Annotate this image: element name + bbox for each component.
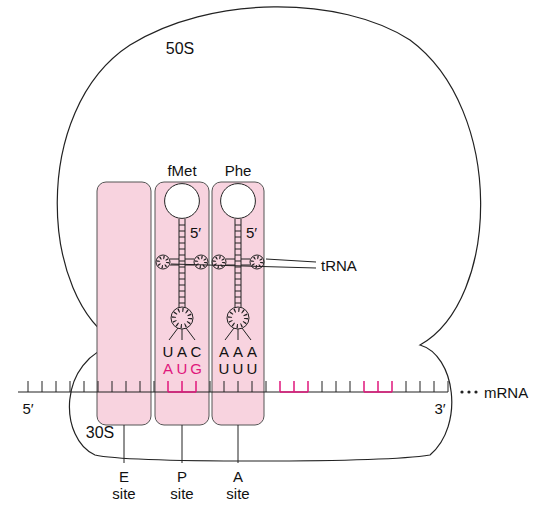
prime-end-label: 5′ — [22, 400, 33, 417]
e-site-box — [97, 182, 151, 425]
trna-structure — [212, 219, 264, 340]
anticodon-base: A — [219, 343, 229, 360]
codon-base: U — [219, 360, 230, 377]
continuation-dot — [474, 390, 477, 393]
continuation-dot — [460, 390, 463, 393]
large-subunit: 50SfMetPhe — [52, 5, 492, 341]
site-label: P site — [170, 468, 193, 502]
trna-structure — [156, 219, 208, 340]
anticodon-base: A — [233, 343, 243, 360]
anticodon-base: A — [247, 343, 257, 360]
codon-base: G — [190, 360, 202, 377]
anticodon-base: A — [177, 343, 187, 360]
continuation-dot — [467, 390, 470, 393]
subunit-or-residue-label: 50S — [166, 40, 194, 57]
mrna-label: mRNA — [484, 384, 528, 401]
anticodon-base: C — [191, 343, 202, 360]
amino-acid-outline — [164, 183, 200, 219]
amino-acid-circle-shape — [221, 184, 256, 219]
codon-base: U — [247, 360, 258, 377]
mrna-bases — [28, 381, 448, 392]
amino-acid-outline — [220, 183, 256, 219]
small-subunit: 30S — [68, 345, 468, 457]
leader-line — [124, 425, 238, 463]
site-label: A site — [226, 468, 249, 502]
codon-base: U — [233, 360, 244, 377]
amino-acid-circle-shape — [165, 184, 200, 219]
site-label: E site — [112, 468, 135, 502]
prime-end-label: 5′ — [246, 224, 257, 241]
trna-label: tRNA — [321, 257, 357, 274]
leader-line — [171, 259, 316, 268]
prime-end-label: 5′ — [190, 224, 201, 241]
anticodon-base: U — [163, 343, 174, 360]
ribosome-outline — [57, 7, 480, 461]
amino-acid-circle: fMet — [164, 183, 200, 219]
subunit-or-residue-label: fMet — [167, 162, 196, 179]
subunit-or-residue-label: Phe — [225, 162, 252, 179]
codon-base: U — [177, 360, 188, 377]
codon-highlight — [168, 381, 392, 392]
prime-end-label: 3′ — [434, 400, 445, 417]
subunit-or-residue-label: 30S — [86, 424, 114, 441]
codon-base: A — [163, 360, 173, 377]
amino-acid-circle: Phe — [220, 183, 256, 219]
